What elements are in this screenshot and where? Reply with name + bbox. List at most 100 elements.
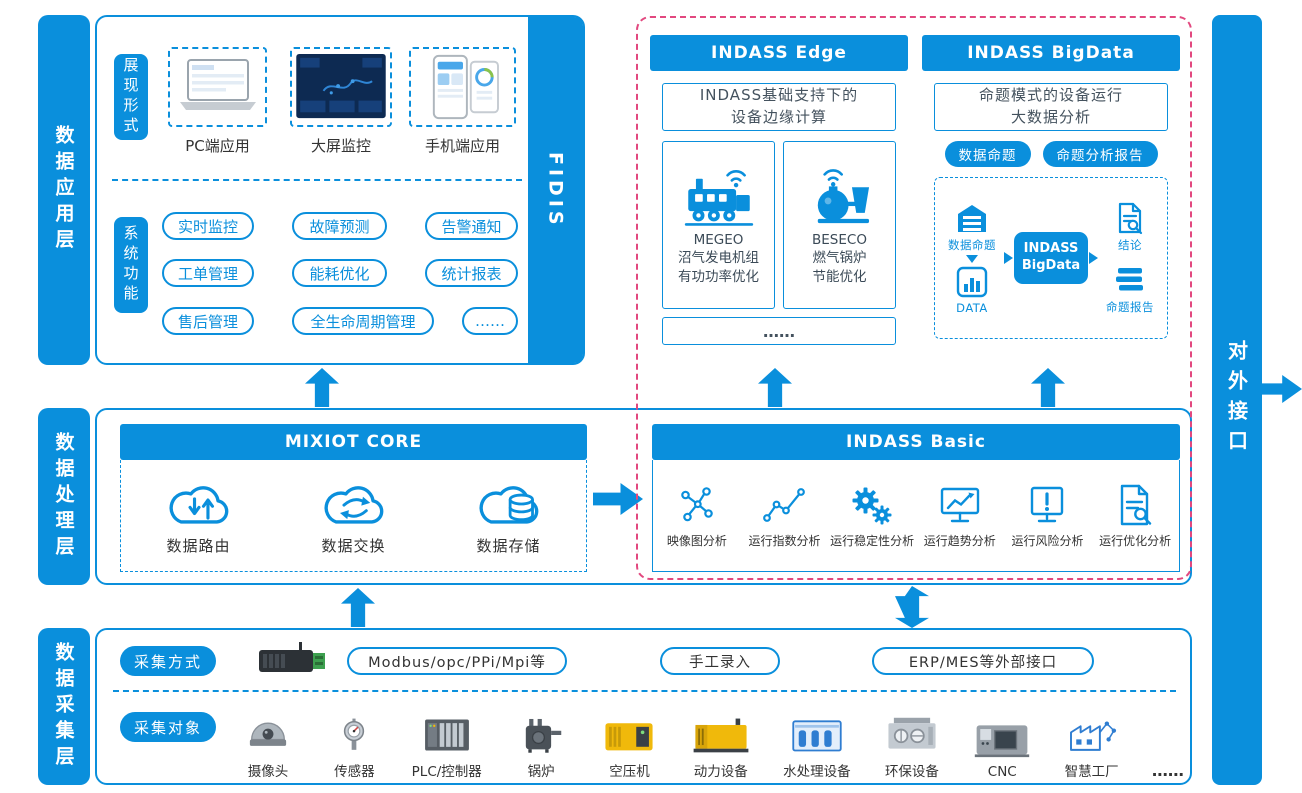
- plc-label: PLC/控制器: [411, 764, 482, 780]
- indass-bigdata-engine: INDASS BigData: [1014, 232, 1088, 284]
- function-chip-fault-prediction[interactable]: 故障预测: [292, 212, 387, 240]
- index-analysis-item: 运行指数分析: [741, 483, 827, 549]
- trend-analysis-label: 运行趋势分析: [923, 533, 996, 548]
- megeo-desc-line1: 沼气发电机组: [678, 250, 759, 267]
- mobile-app-thumbnail: [409, 47, 516, 127]
- mobile-app-icon: [432, 54, 499, 120]
- flow-output-bottom-label: 命题报告: [1106, 300, 1154, 314]
- function-chip-realtime-monitoring[interactable]: 实时监控: [162, 212, 254, 240]
- method-chip-manual-entry[interactable]: 手工录入: [660, 647, 780, 675]
- megeo-desc-line2: 有功功率优化: [678, 268, 759, 285]
- indass-basic-header: INDASS Basic: [652, 424, 1180, 460]
- data-proposition-icon: [958, 205, 986, 232]
- graph-analysis-icon: [681, 486, 713, 521]
- indass-bigdata-flow: 数据命题 DATA INDASS BigData: [934, 177, 1168, 339]
- risk-analysis-label: 运行风险分析: [1011, 533, 1084, 548]
- gateway-device-icon: [255, 636, 333, 686]
- collection-divider: [113, 690, 1176, 692]
- function-chip-aftersales-management[interactable]: 售后管理: [162, 307, 254, 335]
- layer-bar-processing: 数据处理层: [38, 408, 90, 585]
- bigscreen-label: 大屏监控: [310, 137, 371, 155]
- pc-app-icon: [179, 59, 256, 110]
- indass-suite-container: INDASS Edge INDASS基础支持下的 设备边缘计算: [636, 16, 1192, 580]
- cnc-label: CNC: [987, 764, 1017, 780]
- collection-layer-box: 采集方式 Modbus/opc/PPi/Mpi等 手工录入 ERP/MES等外部…: [95, 628, 1192, 785]
- data-chart-icon: [956, 266, 988, 298]
- layer-bar-collection: 数据采集层: [38, 628, 90, 785]
- function-chip-energy-optimization[interactable]: 能耗优化: [292, 259, 387, 287]
- processing-to-application-arrow-icon: [305, 368, 339, 407]
- method-chip-modbus[interactable]: Modbus/opc/PPi/Mpi等: [347, 647, 567, 675]
- proposition-report-pill[interactable]: 命题分析报告: [1042, 141, 1158, 167]
- flow-input-bottom-label: DATA: [956, 301, 988, 315]
- biogas-generator-icon: [684, 170, 753, 226]
- sensor-icon: [344, 718, 365, 750]
- collection-objects-label: 采集对象: [120, 712, 216, 742]
- megeo-name: MEGEO: [693, 232, 744, 249]
- flow-arrow-right-icon: [1089, 252, 1098, 264]
- external-interface-arrow-icon: [1258, 375, 1302, 403]
- data-storage-label: 数据存储: [476, 536, 541, 555]
- indass-edge-desc-line2: 设备边缘计算: [730, 108, 827, 126]
- function-chip-more[interactable]: ……: [462, 307, 518, 335]
- compressor-label: 空压机: [609, 764, 650, 780]
- function-chip-workorder-management[interactable]: 工单管理: [162, 259, 254, 287]
- flow-output-top-label: 结论: [1118, 238, 1142, 252]
- water-treatment-icon: [792, 720, 842, 752]
- function-chip-alarm-notification[interactable]: 告警通知: [425, 212, 518, 240]
- cloud-storage-icon: [478, 485, 538, 524]
- indass-basic-box: INDASS Basic 映像图分析: [652, 424, 1180, 572]
- trend-analysis-item: 运行趋势分析: [917, 483, 1003, 549]
- cloud-exchange-icon: [323, 485, 383, 524]
- boiler-item: 锅炉: [514, 704, 568, 780]
- bigscreen-icon: [296, 53, 386, 119]
- plc-icon: [424, 719, 469, 751]
- collection-to-processing-arrow-icon: [341, 588, 375, 627]
- external-interface-bar: 对外接口: [1212, 15, 1262, 785]
- pc-app-thumbnail: [168, 47, 267, 127]
- flow-output-column: 结论 命题报告: [1099, 201, 1161, 315]
- conclusion-icon: [1118, 202, 1143, 235]
- processing-layer-box: MIXIOT CORE 数据路由: [95, 408, 1192, 585]
- pc-app-label: PC端应用: [185, 137, 250, 155]
- indass-bigdata-pills: 数据命题 命题分析报告: [934, 141, 1168, 167]
- application-layer-box: FIDIS 展现形式: [95, 15, 585, 365]
- data-storage-item: 数据存储: [470, 476, 548, 556]
- trend-analysis-icon: [940, 487, 979, 522]
- beseco-card: BESECO 燃气锅炉 节能优化: [783, 141, 896, 309]
- indass-basic-body: 映像图分析 运行指数分析: [652, 460, 1180, 572]
- indass-bigdata-desc-line2: 大数据分析: [1010, 108, 1091, 126]
- beseco-desc-line2: 节能优化: [812, 268, 867, 285]
- sensor-label: 传感器: [334, 764, 375, 780]
- optimization-analysis-item: 运行优化分析: [1092, 483, 1178, 549]
- layer-bar-application: 数据应用层: [38, 15, 90, 365]
- fidis-bar: FIDIS: [528, 17, 583, 363]
- engine-line1: INDASS: [1023, 241, 1079, 257]
- optimization-analysis-icon: [1120, 484, 1152, 525]
- flow-arrow-left-icon: [1004, 252, 1013, 264]
- power-equipment-label: 动力设备: [693, 764, 748, 780]
- smart-factory-label: 智慧工厂: [1064, 764, 1119, 780]
- risk-analysis-item: 运行风险分析: [1004, 483, 1090, 549]
- gas-boiler-icon: [817, 169, 869, 224]
- megeo-card: MEGEO 沼气发电机组 有功功率优化: [662, 141, 775, 309]
- indass-edge-description: INDASS基础支持下的 设备边缘计算: [662, 83, 896, 131]
- function-chip-lifecycle-management[interactable]: 全生命周期管理: [292, 307, 434, 335]
- data-exchange-label: 数据交换: [321, 536, 386, 555]
- indass-edge-box: INDASS Edge INDASS基础支持下的 设备边缘计算: [650, 35, 908, 360]
- mixiot-core-box: MIXIOT CORE 数据路由: [120, 424, 587, 572]
- data-exchange-item: 数据交换: [315, 476, 393, 556]
- environmental-equipment-icon: [888, 717, 936, 749]
- environmental-equipment-label: 环保设备: [884, 764, 939, 780]
- method-chip-erp-mes[interactable]: ERP/MES等外部接口: [872, 647, 1094, 675]
- function-chip-statistics-report[interactable]: 统计报表: [425, 259, 518, 287]
- risk-analysis-icon: [1031, 486, 1064, 522]
- cloud-route-icon: [168, 485, 228, 524]
- bigscreen-thumbnail: [290, 47, 392, 127]
- indass-bigdata-description: 命题模式的设备运行 大数据分析: [934, 83, 1168, 131]
- flow-input-top-label: 数据命题: [948, 238, 996, 252]
- indass-edge-solutions: MEGEO 沼气发电机组 有功功率优化: [662, 141, 896, 309]
- indass-edge-header: INDASS Edge: [650, 35, 908, 71]
- data-proposition-pill[interactable]: 数据命题: [944, 141, 1031, 167]
- beseco-name: BESECO: [812, 232, 867, 249]
